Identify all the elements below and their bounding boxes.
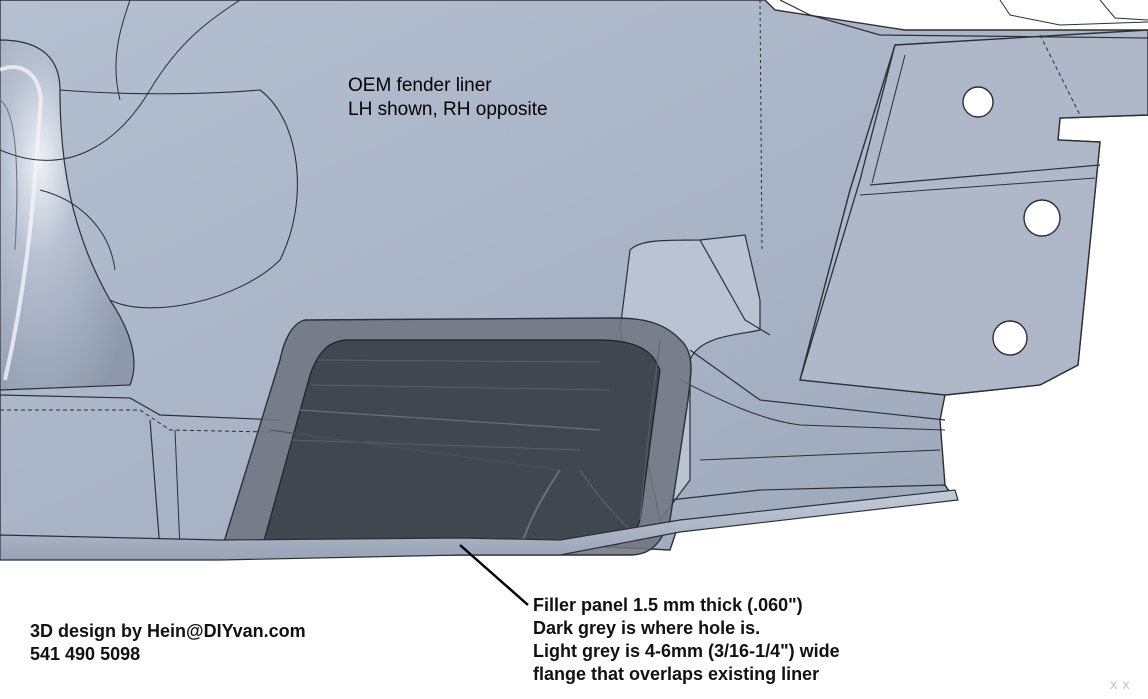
credit-line-1: 3D design by Hein@DIYvan.com xyxy=(30,621,306,641)
oem-label-line-2: LH shown, RH opposite xyxy=(348,99,548,120)
filler-note-line-4: flange that overlaps existing liner xyxy=(533,664,820,684)
bracket-hole xyxy=(1023,199,1061,237)
filler-note-line-1: Filler panel 1.5 mm thick (.060") xyxy=(533,595,803,615)
bracket-hole xyxy=(962,86,994,118)
oem-fender-liner-label: OEM fender liner LH shown, RH opposite xyxy=(348,74,548,122)
leader-line xyxy=(459,544,529,606)
design-credit: 3D design by Hein@DIYvan.com 541 490 509… xyxy=(30,620,306,666)
filler-note-line-2: Dark grey is where hole is. xyxy=(533,618,761,638)
corner-mark: X X xyxy=(1110,680,1131,692)
mounting-bracket xyxy=(799,29,1148,396)
liner-bottom-lip xyxy=(0,489,959,561)
credit-phone: 541 490 5098 xyxy=(30,644,141,664)
filler-note-line-3: Light grey is 4-6mm (3/16-1/4") wide xyxy=(533,641,840,661)
filler-panel-note: Filler panel 1.5 mm thick (.060") Dark g… xyxy=(533,594,840,686)
oem-label-line-1: OEM fender liner xyxy=(348,75,492,96)
wheel-arch-bulge xyxy=(0,39,135,391)
filler-panel-hole xyxy=(261,339,661,549)
bracket-hole xyxy=(992,320,1028,356)
